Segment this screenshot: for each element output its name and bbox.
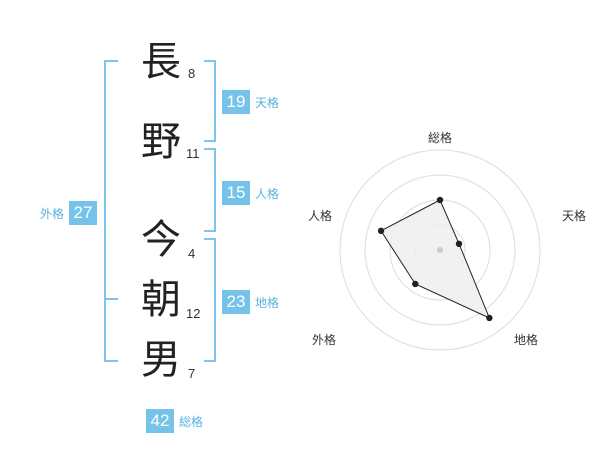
soukaku-value: 42 (146, 409, 174, 433)
chikaku-badge: 23 地格 (222, 290, 279, 314)
tenkaku-value: 19 (222, 90, 250, 114)
radar-point (412, 280, 419, 288)
radar-axis-label: 総格 (428, 130, 452, 145)
radar-axis-label: 天格 (562, 208, 586, 223)
radar-axis-label: 人格 (308, 208, 332, 223)
jinkaku-label: 人格 (255, 186, 280, 201)
name-char-2: 野 (141, 119, 181, 165)
chikaku-bracket (204, 238, 216, 362)
radar-point (377, 227, 385, 235)
stroke-count-1: 8 (188, 66, 196, 81)
stroke-count-2: 11 (186, 146, 200, 161)
gaikaku-bracket-split (104, 298, 118, 300)
radar-ring (339, 149, 541, 351)
soukaku-label: 総格 (179, 414, 204, 429)
stroke-count-3: 4 (188, 246, 196, 261)
gaikaku-badge: 外格 27 (40, 201, 98, 225)
name-char-5: 男 (141, 337, 181, 383)
stroke-count-5: 7 (188, 366, 196, 381)
radar-ring (364, 174, 516, 326)
radar-area (380, 199, 491, 319)
tenkaku-bracket (204, 60, 216, 142)
gaikaku-bracket (104, 60, 118, 362)
chikaku-value: 23 (222, 290, 250, 314)
radar-center-dot (437, 247, 443, 253)
soukaku-badge: 42 総格 (146, 409, 203, 433)
jinkaku-value: 15 (222, 181, 250, 205)
radar-point (486, 314, 493, 322)
radar-axis-label: 外格 (312, 332, 336, 347)
radar-point (455, 240, 463, 248)
radar-point (436, 196, 444, 204)
tenkaku-label: 天格 (255, 95, 280, 110)
name-char-1: 長 (141, 39, 181, 85)
name-char-4: 朝 (141, 277, 181, 323)
radar-axis-label: 地格 (514, 332, 538, 347)
stroke-count-4: 12 (186, 306, 201, 321)
tenkaku-badge: 19 天格 (222, 90, 279, 114)
name-char-3: 今 (141, 217, 181, 263)
jinkaku-badge: 15 人格 (222, 181, 279, 205)
jinkaku-bracket (204, 148, 216, 232)
gaikaku-label: 外格 (40, 206, 65, 221)
gaikaku-value: 27 (69, 201, 98, 225)
chikaku-label: 地格 (255, 295, 280, 310)
